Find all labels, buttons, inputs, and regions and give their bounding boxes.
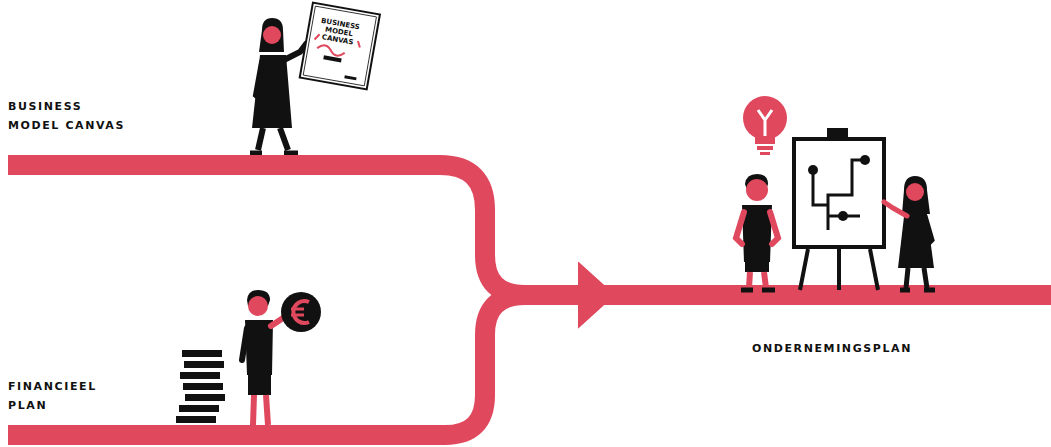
stage-label: ONDERNEMINGSPLAN [752,339,912,358]
main-line [612,285,1051,305]
man-presenter [736,174,778,290]
stage-label: FINANCIEEL PLAN [8,377,132,415]
flow-stage: ONDERNEMINGSPLAN [615,265,1051,365]
flow-connector [8,295,615,435]
flow-stage: BUSINESS MODEL CANVAS [8,95,208,175]
stage-label: BUSINESS MODEL CANVAS [8,97,132,135]
flipchart [794,128,884,290]
woman-with-canvas [250,3,380,153]
woman-presenter [884,176,935,290]
lightbulb [743,96,787,155]
coin-stack [176,350,225,434]
flow-connector [8,165,615,295]
man-with-euro [242,290,321,428]
flow-stage: FINANCIEEL PLAN [8,375,208,445]
